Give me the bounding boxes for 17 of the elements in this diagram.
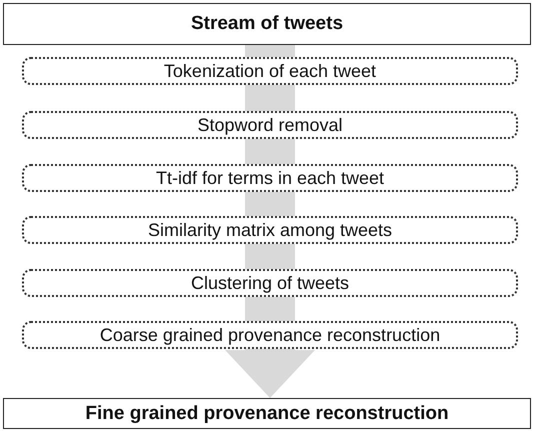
step-label: Coarse grained provenance reconstruction	[100, 324, 440, 346]
step-label: Clustering of tweets	[190, 272, 350, 294]
step-label: Tokenization of each tweet	[164, 60, 376, 82]
step-label: Fine grained provenance reconstruction	[85, 402, 449, 424]
process-box	[3, 3, 531, 45]
step-box	[22, 57, 518, 85]
step-box	[22, 269, 518, 297]
step-box	[22, 164, 518, 192]
flow-arrow	[225, 349, 315, 398]
process-box	[3, 398, 531, 429]
step-box	[22, 111, 518, 139]
step-label: Tt-idf for terms in each tweet	[156, 168, 384, 188]
step-box	[22, 216, 518, 244]
step-label: Stopword removal	[197, 114, 343, 136]
step-label: Similarity matrix among tweets	[148, 220, 392, 240]
step-label: Stream of tweets	[190, 13, 344, 35]
step-box	[22, 321, 518, 349]
